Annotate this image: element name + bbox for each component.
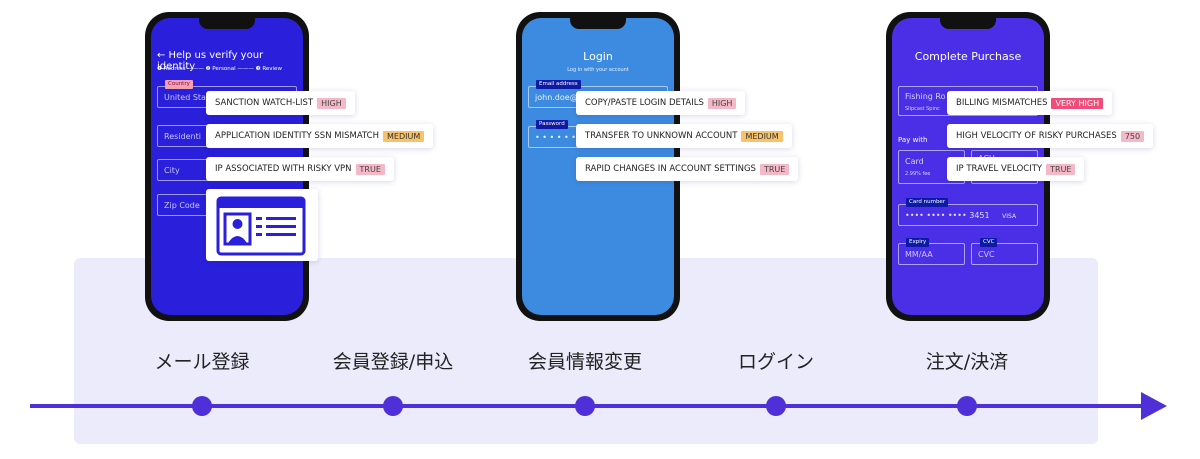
timeline-dot xyxy=(192,396,212,416)
risk-card-sanction-watchlist: SANCTION WATCH-LIST HIGH xyxy=(206,91,355,115)
risk-card-risky-vpn: IP ASSOCIATED WITH RISKY VPN TRUE xyxy=(206,157,394,181)
risk-badge: HIGH xyxy=(317,97,346,109)
timeline-dot xyxy=(766,396,786,416)
risk-card-unknown-transfer: TRANSFER TO UNKNOWN ACCOUNT MEDIUM xyxy=(576,124,792,148)
card-number-field[interactable]: •••• •••• •••• 3451 VISA xyxy=(898,204,1038,226)
risk-badge: TRUE xyxy=(1046,163,1076,175)
risk-badge: VERY HIGH xyxy=(1051,97,1104,109)
cvc-field[interactable]: CVC xyxy=(971,243,1038,265)
card-fee: 2.99% fee xyxy=(905,171,931,177)
phone-notch xyxy=(199,18,255,29)
card-option-label: Card xyxy=(905,157,924,166)
expiry-label: Expiry xyxy=(906,238,930,247)
risk-badge: TRUE xyxy=(355,163,385,175)
risk-label: COPY/PASTE LOGIN DETAILS xyxy=(585,98,704,108)
risk-badge: 750 xyxy=(1120,130,1145,142)
login-title: Login xyxy=(583,50,613,63)
risk-badge: TRUE xyxy=(759,163,790,175)
timeline-dot xyxy=(957,396,977,416)
card-number-value: •••• •••• •••• 3451 xyxy=(905,211,990,220)
password-field-label: Password xyxy=(536,120,568,129)
risk-card-billing-mismatches: BILLING MISMATCHES VERY HIGH xyxy=(947,91,1113,115)
timeline-dot xyxy=(575,396,595,416)
pay-with-label: Pay with xyxy=(898,136,928,144)
progress-steps: ❶ Address ——— ❷ Personal ——— ❸ Review xyxy=(157,66,282,72)
timeline-arrow-head xyxy=(1141,392,1167,420)
purchase-title: Complete Purchase xyxy=(914,50,1022,63)
step-label-order-payment: 注文/決済 xyxy=(925,351,1009,373)
risk-card-copy-paste-login: COPY/PASTE LOGIN DETAILS HIGH xyxy=(576,91,746,115)
page-title: ← Help us verify your identity xyxy=(157,50,264,72)
card-number-label: Card number xyxy=(906,198,949,207)
risk-card-ip-travel-velocity: IP TRAVEL VELOCITY TRUE xyxy=(947,157,1085,181)
phone-notch xyxy=(570,18,626,29)
risk-label: TRANSFER TO UNKNOWN ACCOUNT xyxy=(585,131,738,141)
step-label-login: ログイン xyxy=(737,351,815,373)
phone-notch xyxy=(940,18,996,29)
visa-brand: VISA xyxy=(1002,213,1017,220)
risk-label: BILLING MISMATCHES xyxy=(956,98,1048,108)
timeline-dot xyxy=(383,396,403,416)
risk-card-rapid-setting-changes: RAPID CHANGES IN ACCOUNT SETTINGS TRUE xyxy=(576,157,799,181)
risk-label: HIGH VELOCITY OF RISKY PURCHASES xyxy=(956,131,1117,141)
risk-card-risky-purchase-velocity: HIGH VELOCITY OF RISKY PURCHASES 750 xyxy=(947,124,1154,148)
risk-badge: HIGH xyxy=(707,97,737,109)
step-label-member-info-change: 会員情報変更 xyxy=(527,351,643,373)
risk-badge: MEDIUM xyxy=(741,130,783,142)
risk-badge: MEDIUM xyxy=(383,130,425,142)
risk-label: IP TRAVEL VELOCITY xyxy=(956,164,1043,174)
step-label-email-registration: メール登録 xyxy=(154,351,250,373)
cvc-label: CVC xyxy=(980,238,998,247)
email-field-label: Email address xyxy=(536,80,581,89)
login-subtitle: Log in with your account xyxy=(567,67,629,73)
step-label-member-registration: 会員登録/申込 xyxy=(332,351,454,373)
risk-label: RAPID CHANGES IN ACCOUNT SETTINGS xyxy=(585,164,756,174)
risk-label: IP ASSOCIATED WITH RISKY VPN xyxy=(215,164,352,174)
risk-card-ssn-mismatch: APPLICATION IDENTITY SSN MISMATCH MEDIUM xyxy=(206,124,434,148)
expiry-field[interactable]: MM/AA xyxy=(898,243,965,265)
product-name: Fishing Ro xyxy=(905,92,946,101)
risk-label: SANCTION WATCH-LIST xyxy=(215,98,314,108)
id-card-icon xyxy=(206,189,318,261)
product-description: Slipcast Spinc xyxy=(905,106,940,112)
risk-label: APPLICATION IDENTITY SSN MISMATCH xyxy=(215,131,380,141)
id-card-icon-graphic xyxy=(216,196,306,256)
country-field-label: Country xyxy=(165,80,193,89)
